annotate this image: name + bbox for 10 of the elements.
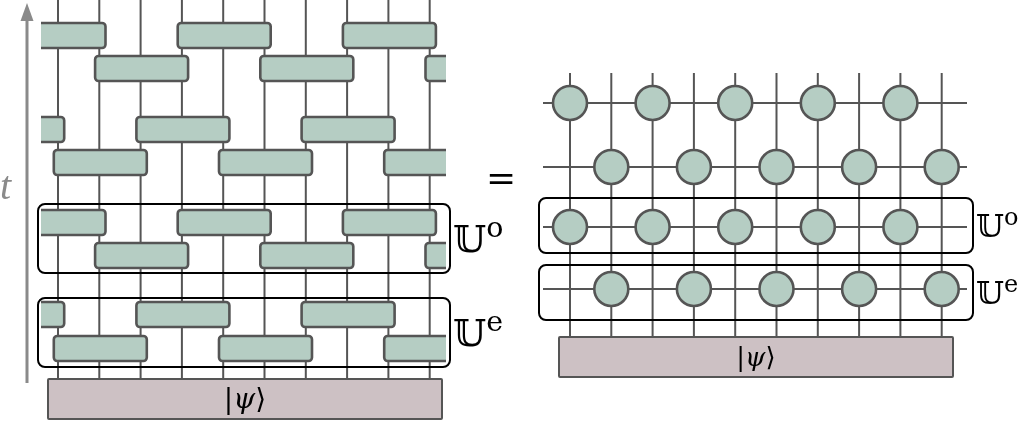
layer-label: 𝕌$^{e}$: [453, 313, 503, 352]
equals-sign: =: [486, 160, 517, 196]
state-label: |ψ⟩: [223, 385, 267, 413]
layer-label: 𝕌$^{e}$: [976, 276, 1019, 309]
layer-label: 𝕌$^{o}$: [453, 219, 504, 258]
state-box: [47, 378, 443, 420]
time-label: t: [0, 166, 12, 206]
layer-label: 𝕌$^{o}$: [976, 209, 1019, 242]
state-label: |ψ⟩: [736, 344, 776, 370]
state-box: [558, 336, 954, 378]
